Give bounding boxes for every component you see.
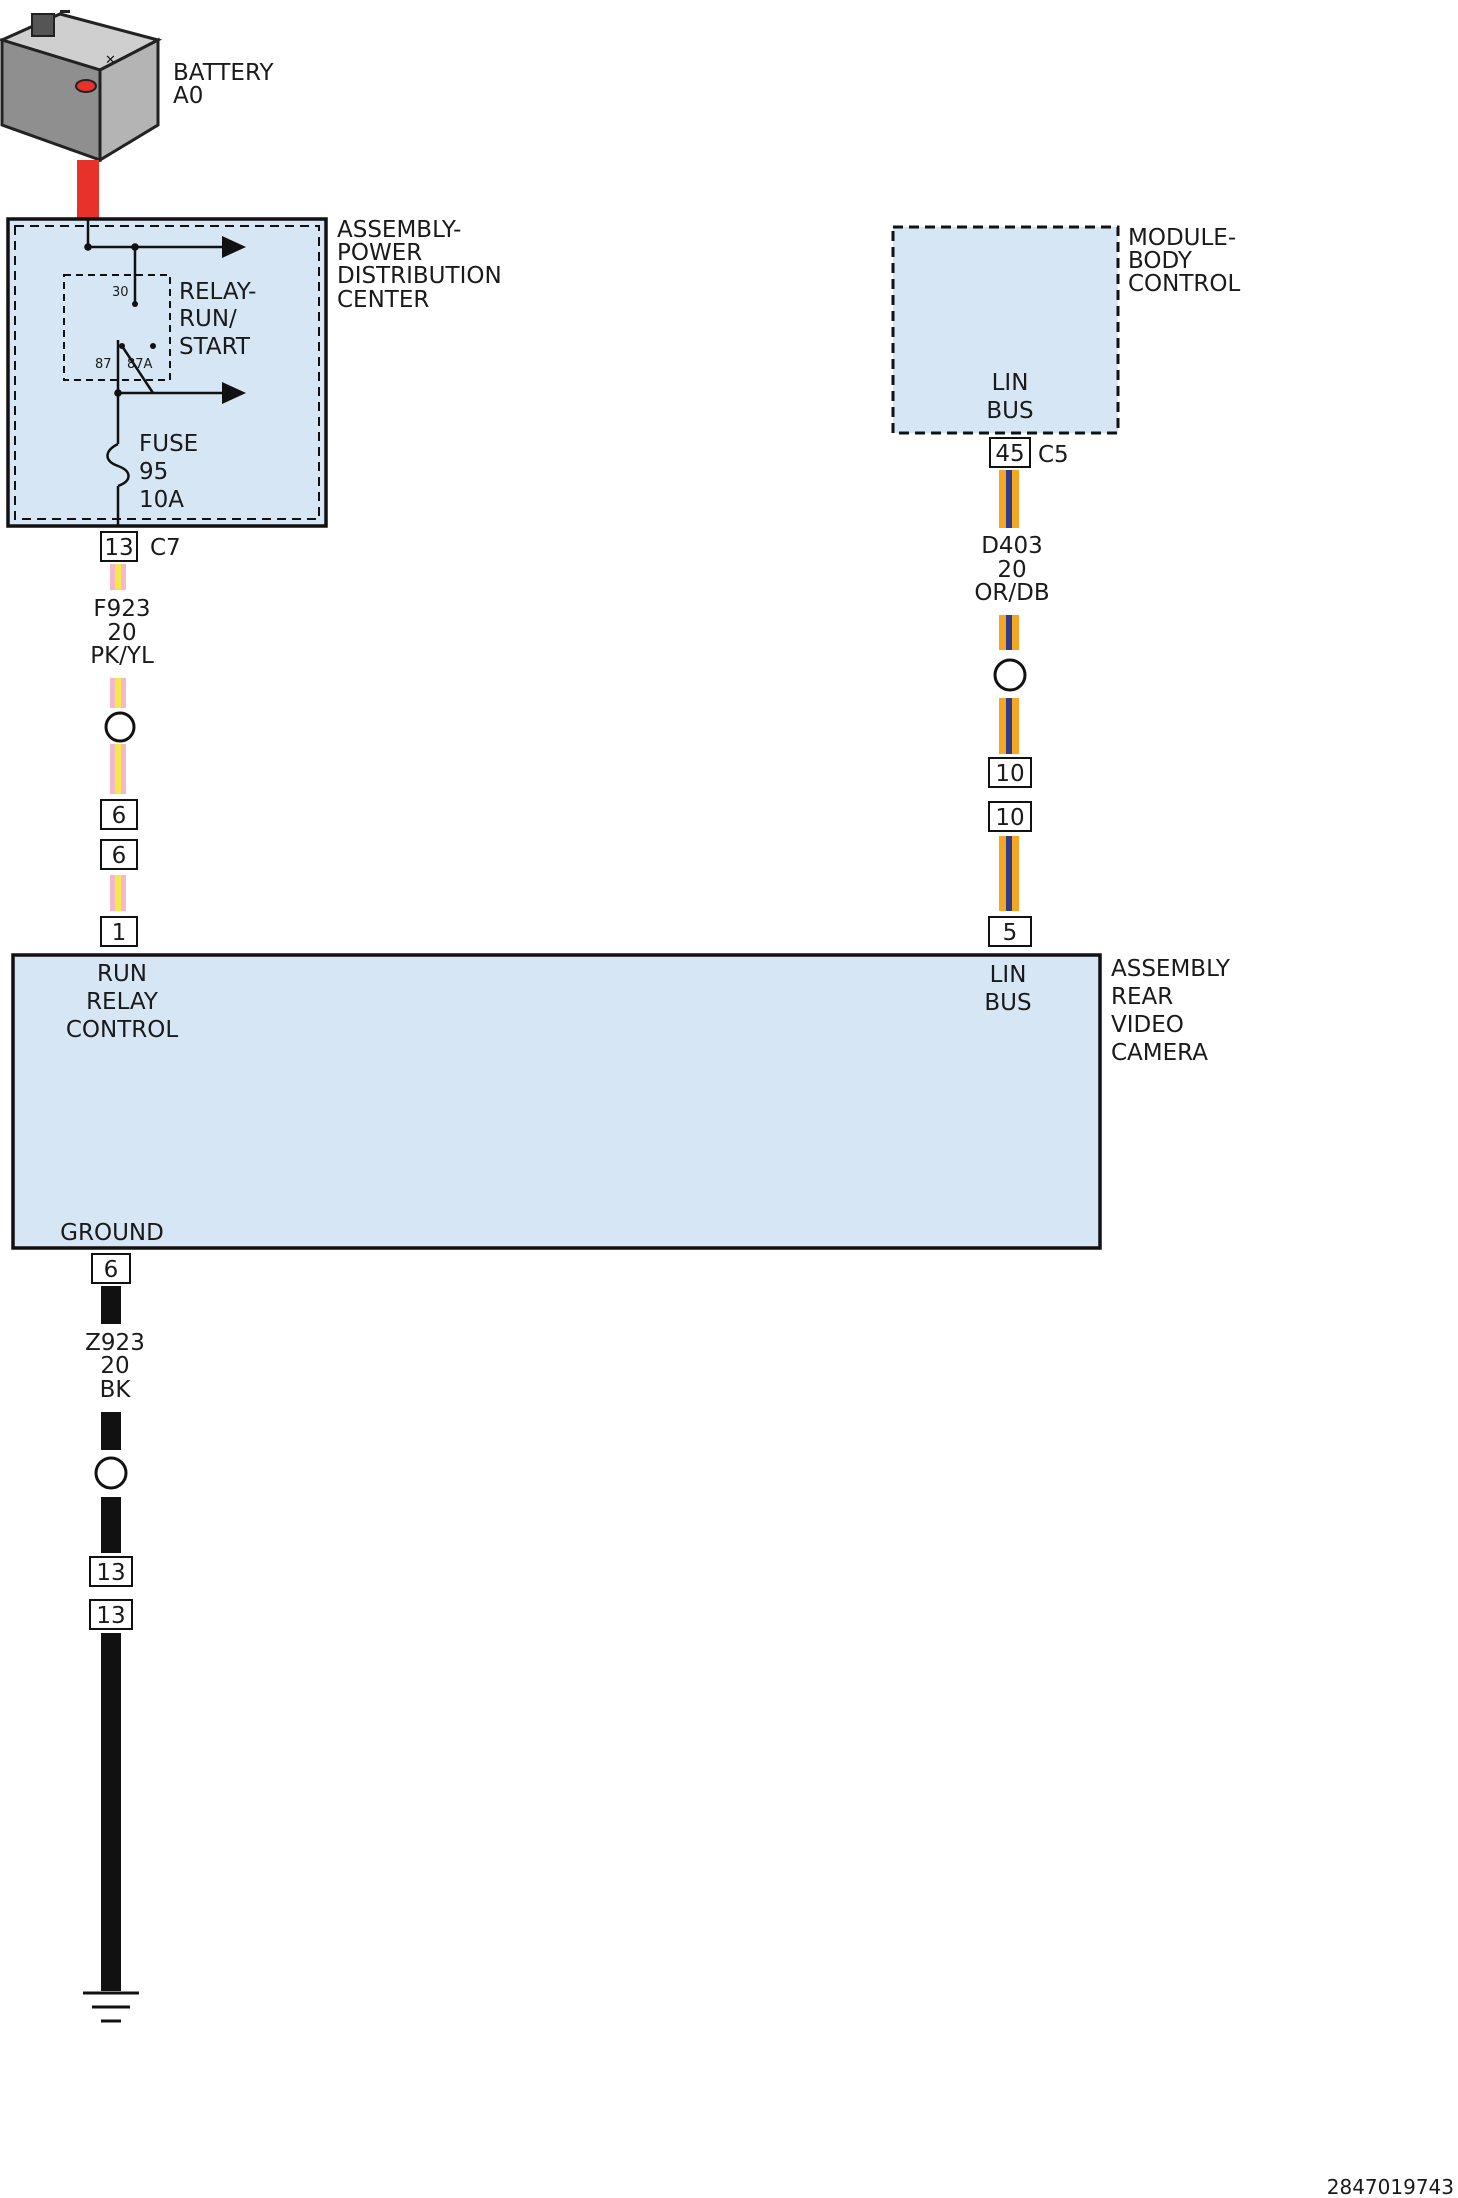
wire-f923-color: PK/YL (90, 643, 154, 669)
figure-id: 2847019743 (1327, 2175, 1454, 2198)
camera-pin-6: 6 (104, 1257, 119, 1283)
bcm-lin-bus-line2: BUS (986, 398, 1033, 424)
camera-label-line4: CAMERA (1111, 1040, 1208, 1066)
pdc-output-arrow-bottom (222, 382, 246, 404)
wire-f923-circuit: F923 (93, 596, 150, 622)
wire-f923-gauge: 20 (107, 620, 136, 646)
connector-c7-name: C7 (150, 535, 181, 561)
camera-run-relay-line3: CONTROL (66, 1017, 179, 1043)
pdc-splice-dot (131, 243, 139, 251)
bcm-label-line1: MODULE- (1128, 225, 1236, 251)
inline-connector-f923-top-pin: 6 (112, 803, 127, 829)
connector-c7-pin-box (100, 531, 138, 562)
camera-label-line2: REAR (1111, 984, 1173, 1010)
wire-d403 (999, 470, 1019, 911)
camera-label-line3: VIDEO (1111, 1012, 1184, 1038)
ground-icon (83, 1991, 139, 2023)
wire-z923-gauge: 20 (100, 1353, 129, 1379)
relay-label-line1: RELAY- (179, 279, 256, 305)
inline-connector-z923-top-pin: 13 (96, 1560, 125, 1586)
wire-z923-color: BK (100, 1377, 132, 1403)
pdc-splice-dot (114, 389, 122, 397)
pdc-inner-dashed (14, 225, 320, 520)
wire-f923 (110, 564, 126, 911)
wire-d403-gauge: 20 (997, 557, 1026, 583)
camera-module-box (11, 953, 1102, 1250)
relay-contact-dot (132, 301, 138, 307)
splice-circle (993, 658, 1027, 692)
relay-contact-dot (150, 343, 156, 349)
camera-pin-6-box (91, 1253, 131, 1284)
inline-connector-f923-top-box (100, 799, 138, 830)
inline-connector-d403-bottom-pin: 10 (995, 805, 1024, 831)
bcm-lin-bus-line1: LIN (992, 370, 1029, 396)
wire-z923-circuit: Z923 (85, 1330, 145, 1356)
fuse-label-line1: FUSE (139, 431, 198, 457)
relay-run-start-box (63, 274, 171, 381)
camera-lin-bus-line2: BUS (984, 990, 1031, 1016)
pdc-label-line4: CENTER (337, 287, 429, 313)
connector-c5-pin-box (989, 437, 1031, 468)
battery-icon: ✕ (0, 10, 163, 163)
inline-connector-d403-top-pin: 10 (995, 761, 1024, 787)
splice-circle (94, 1456, 128, 1490)
pdc-label-line2: POWER (337, 240, 422, 266)
camera-lin-bus-line1: LIN (990, 962, 1027, 988)
battery-label-line2: A0 (173, 83, 203, 109)
bcm-label-line3: CONTROL (1128, 271, 1241, 297)
wire-d403-circuit: D403 (981, 533, 1043, 559)
pdc-output-arrow-top (222, 236, 246, 258)
inline-connector-d403-bottom-box (988, 801, 1032, 832)
relay-pin-30: 30 (112, 285, 129, 300)
pdc-splice-dot (84, 243, 92, 251)
relay-label-line2: RUN/ (179, 306, 237, 332)
relay-pin-87: 87 (95, 357, 112, 372)
fuse-label-line2: 95 (139, 459, 168, 485)
bcm-label-line2: BODY (1128, 248, 1193, 274)
camera-run-relay-line2: RELAY (86, 989, 159, 1015)
relay-label-line3: START (179, 334, 251, 360)
battery-wire (77, 160, 99, 220)
svg-text:✕: ✕ (105, 53, 116, 68)
camera-pin-1-box (100, 916, 138, 947)
connector-c5-name: C5 (1038, 442, 1069, 468)
inline-connector-z923-bottom-pin: 13 (96, 1603, 125, 1629)
fuse-label-line3: 10A (139, 487, 184, 513)
connector-c5-pin: 45 (995, 441, 1024, 467)
inline-connector-d403-top-box (988, 757, 1032, 788)
pdc-internal-wiring (86, 220, 224, 527)
splice-circle (104, 711, 136, 743)
camera-pin-1: 1 (112, 920, 127, 946)
camera-run-relay-line1: RUN (97, 961, 147, 987)
inline-connector-z923-bottom-box (89, 1599, 133, 1630)
relay-contact-dot (119, 343, 125, 349)
pdc-label-line1: ASSEMBLY- (337, 217, 461, 243)
wire-z923 (101, 1286, 121, 1991)
camera-label-line1: ASSEMBLY (1111, 956, 1231, 982)
inline-connector-z923-top-box (89, 1556, 133, 1587)
bcm-module-box (891, 225, 1120, 435)
pdc-module-box (6, 217, 328, 528)
battery-label-line1: BATTERY (173, 60, 274, 86)
pdc-label-line3: DISTRIBUTION (337, 263, 502, 289)
camera-pin-5-box (988, 916, 1032, 947)
camera-ground-label: GROUND (60, 1220, 164, 1246)
wire-d403-color: OR/DB (974, 580, 1049, 606)
camera-pin-5: 5 (1003, 920, 1018, 946)
connector-c7-pin: 13 (104, 535, 133, 561)
inline-connector-f923-bottom-box (100, 839, 138, 870)
inline-connector-f923-bottom-pin: 6 (112, 843, 127, 869)
relay-pin-87a: 87A (127, 357, 153, 372)
